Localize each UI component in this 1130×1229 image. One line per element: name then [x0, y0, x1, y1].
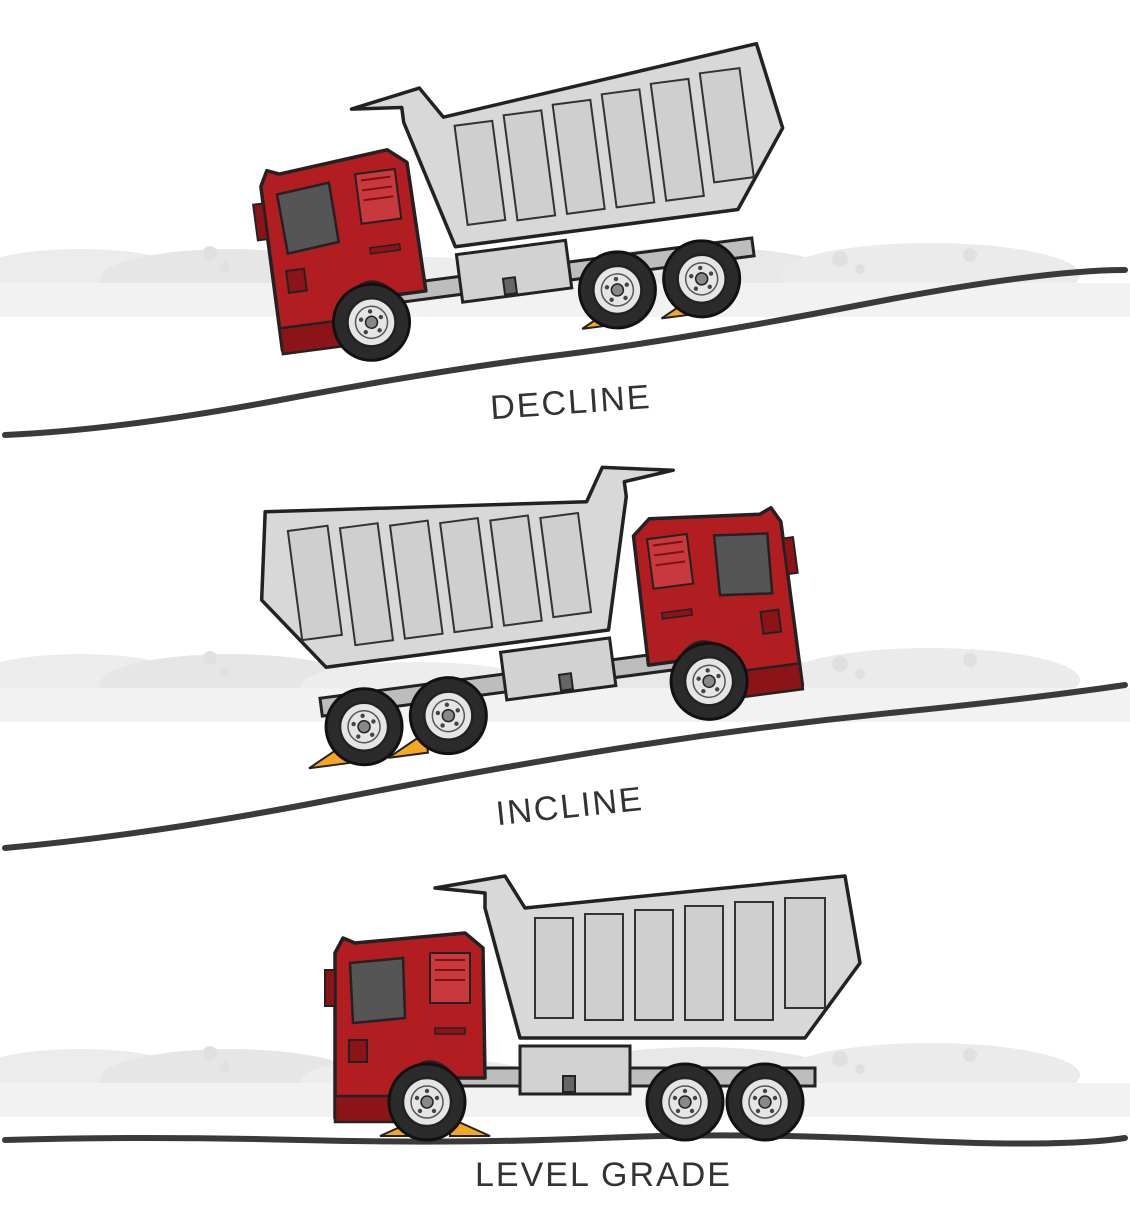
dump-truck [250, 444, 815, 776]
wheel [389, 1064, 465, 1140]
dump-truck [241, 42, 806, 374]
panel-level-grade: LEVEL GRADE [0, 876, 1130, 1194]
ground-level [5, 1135, 1125, 1143]
panel-incline: INCLINE [0, 444, 1130, 848]
panel-decline: DECLINE [0, 42, 1130, 435]
panel-label-incline: INCLINE [494, 780, 645, 833]
wheel [647, 1064, 723, 1140]
panel-label-level-grade: LEVEL GRADE [475, 1156, 732, 1194]
panel-label-decline: DECLINE [489, 378, 653, 427]
wheel [727, 1064, 803, 1140]
